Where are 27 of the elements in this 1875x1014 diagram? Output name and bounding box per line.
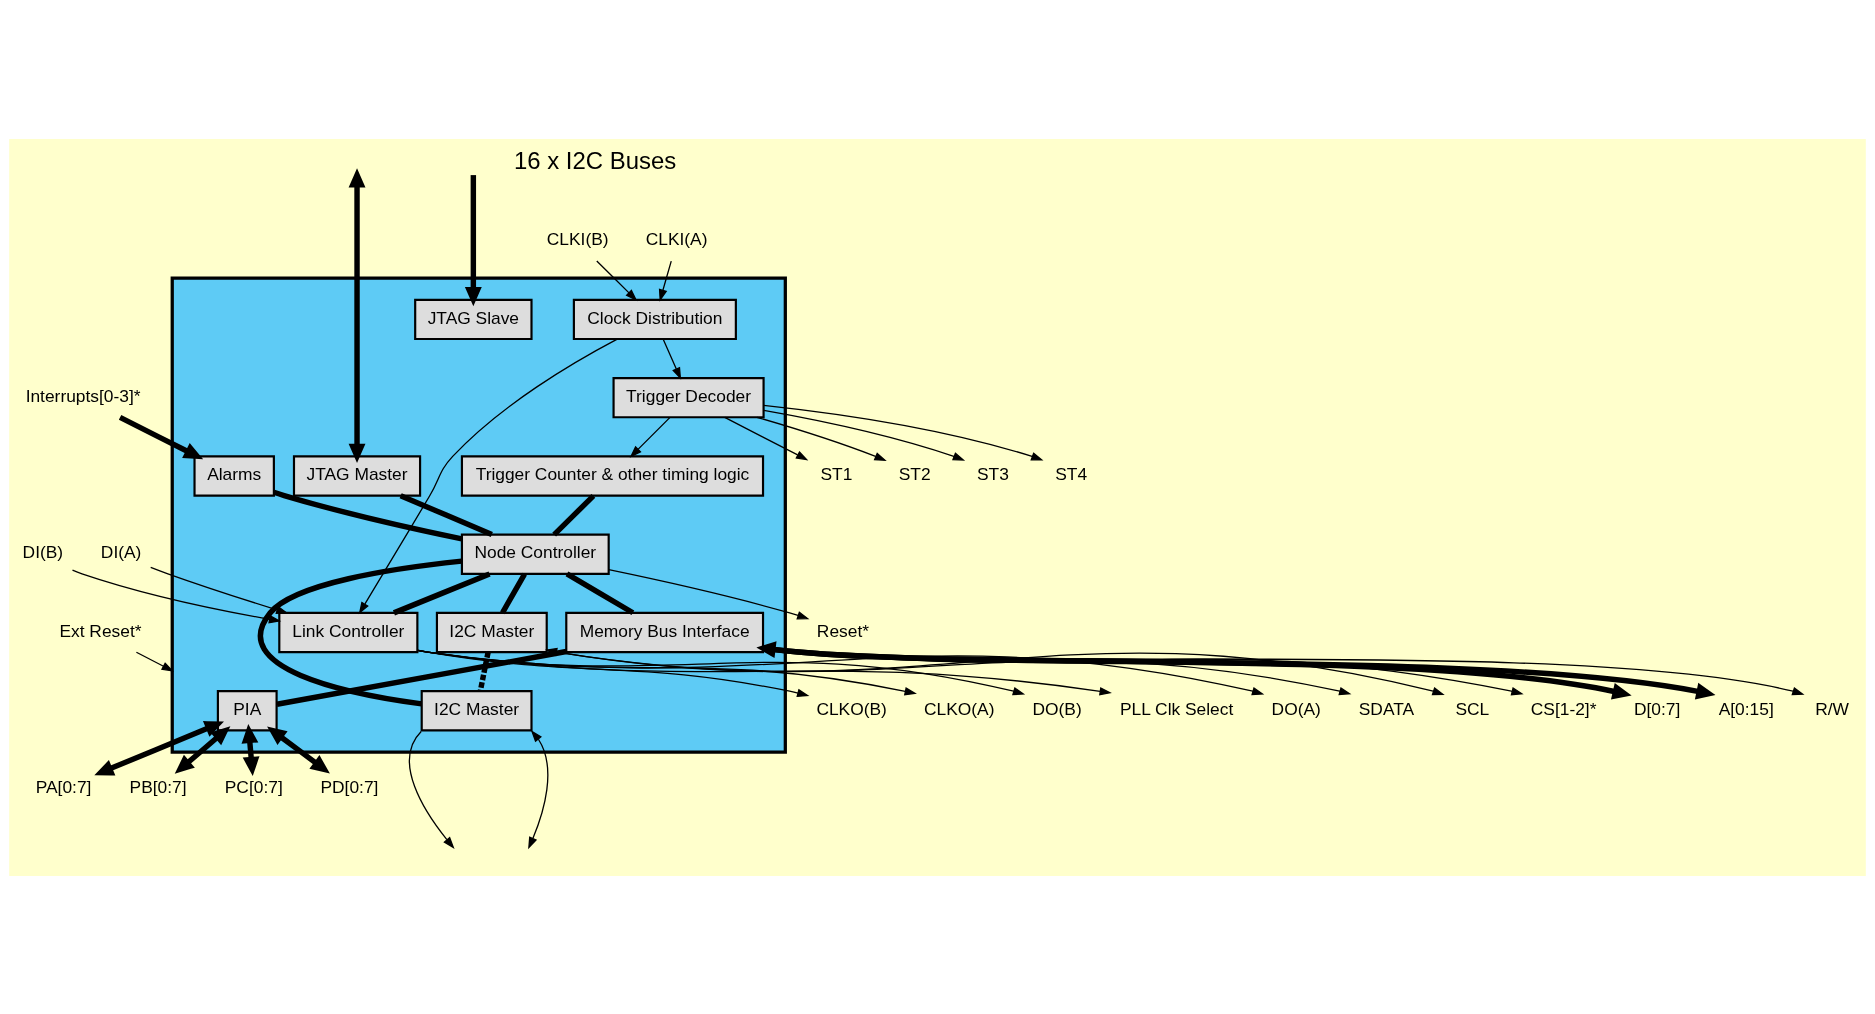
node-text: SCL xyxy=(1455,698,1490,719)
node-text: CS[1-2]* xyxy=(1530,698,1597,719)
node-text: PC[0:7] xyxy=(224,776,283,797)
node-text: ST1 xyxy=(820,463,853,484)
node-text: Ext Reset* xyxy=(59,620,142,641)
node-text: Interrupts[0-3]* xyxy=(25,385,141,406)
node-text: A[0:15] xyxy=(1718,698,1774,719)
node-text: CLKI(A) xyxy=(645,228,708,249)
node-text: CLKI(B) xyxy=(546,228,609,249)
node-text: DI(A) xyxy=(100,541,142,562)
node-text: DO(B) xyxy=(1032,698,1082,719)
node-text: CLKO(B) xyxy=(816,698,887,719)
node-text: PD[0:7] xyxy=(320,776,379,797)
node-text: ST3 xyxy=(977,463,1009,484)
node-text: ST4 xyxy=(1055,463,1088,484)
label: 16 x I2C Buses xyxy=(514,146,677,174)
node-text: ST2 xyxy=(898,463,931,484)
node-text: D[0:7] xyxy=(1633,698,1681,719)
node-text: PA[0:7] xyxy=(35,776,92,797)
node-text: SDATA xyxy=(1358,698,1415,719)
node-text: R/W xyxy=(1815,698,1850,719)
node-text: Reset* xyxy=(816,620,870,641)
node-text: DI(B) xyxy=(22,541,64,562)
node-text: PLL Clk Select xyxy=(1119,698,1234,719)
node-text: PB[0:7] xyxy=(129,776,187,797)
node-text: CLKO(A) xyxy=(924,698,995,719)
node-text: DO(A) xyxy=(1271,698,1321,719)
